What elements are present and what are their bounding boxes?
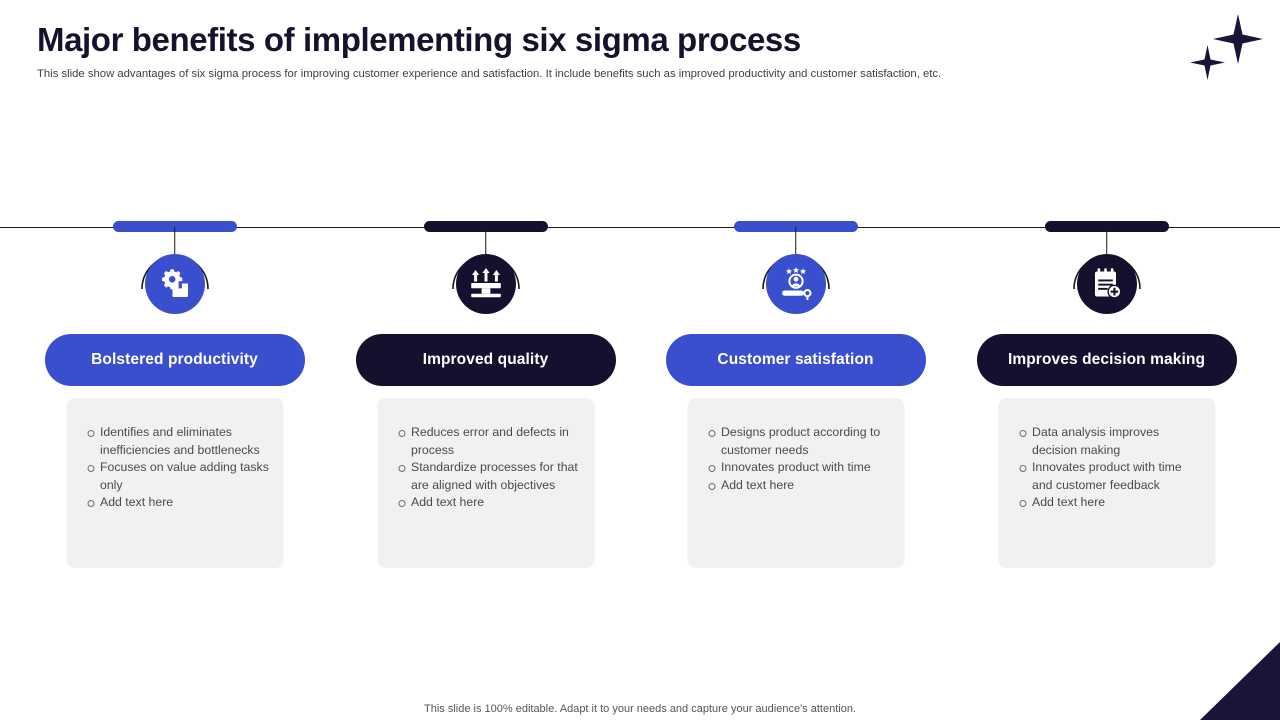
timeline-axis-line [0, 227, 1280, 228]
benefit-label-1[interactable]: Bolstered productivity [44, 334, 305, 386]
bullet-list-1: Identifies and eliminates inefficiencies… [80, 424, 269, 512]
clipboard-plus-icon [1094, 268, 1121, 299]
corner-triangle-decoration [1200, 642, 1280, 720]
benefit-label-3[interactable]: Customer satisfation [665, 334, 926, 386]
list-item: Standardize processes for that are align… [391, 459, 580, 494]
page-subtitle: This slide show advantages of six sigma … [37, 68, 942, 80]
slide-header: Major benefits of implementing six sigma… [37, 18, 1037, 82]
gear-box-icon [161, 269, 188, 297]
list-item: Reduces error and defects in process [391, 424, 580, 459]
footer-note: This slide is 100% editable. Adapt it to… [424, 703, 856, 715]
timeline-column-4: Improves decision making Data analysis i… [951, 0, 1262, 720]
sparkle-decoration [1182, 12, 1274, 82]
icon-circle-1 [144, 254, 205, 314]
timeline-column-3: Customer satisfation Designs product acc… [640, 0, 951, 720]
icon-circle-4 [1076, 254, 1137, 314]
benefit-content-box-3: Designs product according to customer ne… [687, 398, 904, 568]
list-item: Add text here [80, 494, 269, 512]
icon-badge-2[interactable] [451, 249, 521, 319]
benefit-content-box-4: Data analysis improves decision making I… [998, 398, 1215, 568]
list-item: Focuses on value adding tasks only [80, 459, 269, 494]
icon-circle-2 [455, 254, 516, 314]
timeline-node-bar-3 [733, 221, 858, 232]
timeline-connector-1 [173, 227, 176, 257]
timeline-node-bar-4 [1044, 221, 1169, 232]
benefit-label-2[interactable]: Improved quality [355, 334, 616, 386]
benefit-label-4[interactable]: Improves decision making [976, 334, 1237, 386]
list-item: Data analysis improves decision making [1012, 424, 1201, 459]
timeline-column-1: Bolstered productivity Identifies and el… [19, 0, 330, 720]
icon-badge-1[interactable] [140, 249, 210, 319]
customer-rating-icon [781, 267, 811, 300]
icon-badge-4[interactable] [1072, 249, 1142, 319]
benefit-content-box-1: Identifies and eliminates inefficiencies… [66, 398, 283, 568]
list-item: Innovates product with time [701, 459, 890, 477]
timeline-node-bar-1 [112, 221, 237, 232]
bullet-list-3: Designs product according to customer ne… [701, 424, 890, 494]
bullet-list-4: Data analysis improves decision making I… [1012, 424, 1201, 512]
timeline-connector-4 [1105, 227, 1108, 257]
bullet-list-2: Reduces error and defects in process Sta… [391, 424, 580, 512]
timeline-connector-2 [484, 227, 487, 257]
benefit-content-box-2: Reduces error and defects in process Sta… [377, 398, 594, 568]
list-item: Add text here [1012, 494, 1201, 512]
icon-badge-3[interactable] [761, 249, 831, 319]
icon-circle-3 [765, 254, 826, 314]
list-item: Innovates product with time and customer… [1012, 459, 1201, 494]
sparkle-icon [1190, 14, 1263, 80]
timeline-node-bar-2 [423, 221, 548, 232]
timeline-column-2: Improved quality Reduces error and defec… [330, 0, 641, 720]
timeline-connector-3 [794, 227, 797, 257]
list-item: Add text here [391, 494, 580, 512]
page-title: Major benefits of implementing six sigma… [37, 21, 801, 58]
list-item: Add text here [701, 477, 890, 495]
list-item: Identifies and eliminates inefficiencies… [80, 424, 269, 459]
upward-arrows-icon [470, 268, 501, 298]
list-item: Designs product according to customer ne… [701, 424, 890, 459]
